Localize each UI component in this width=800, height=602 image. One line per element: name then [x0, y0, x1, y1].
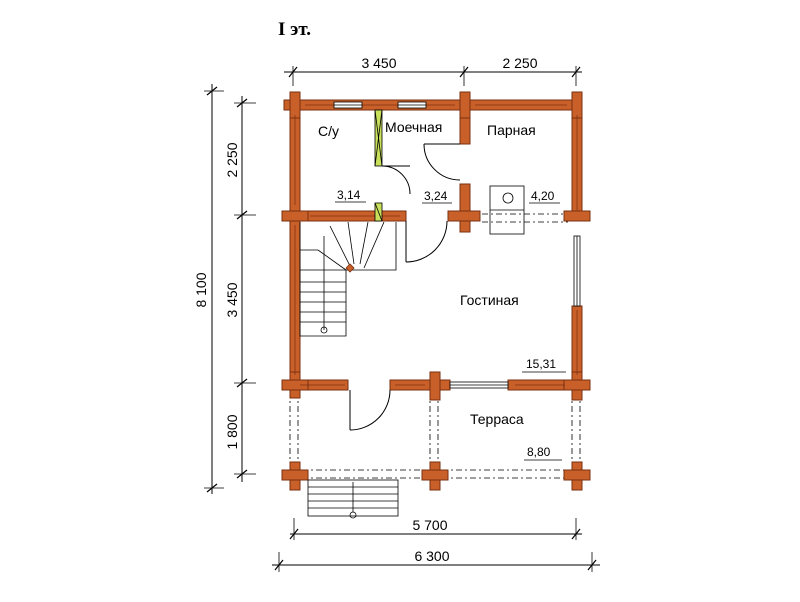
area-su: 3,14 — [337, 188, 361, 202]
area-terrasa: 8,80 — [527, 445, 551, 459]
log-walls — [281, 91, 591, 491]
dim-bottom-outer: 6 300 — [414, 548, 449, 564]
room-label-su: С/у — [318, 123, 339, 139]
terrace-outline — [289, 213, 581, 479]
area-moechnaya: 3,24 — [424, 189, 448, 203]
dim-left-total: 8 100 — [193, 272, 209, 307]
windows — [333, 101, 581, 389]
room-label-gostinaya: Гостиная — [460, 292, 519, 308]
dimension-lines — [204, 66, 600, 572]
dim-left-bottom: 1 800 — [224, 414, 240, 449]
frame-partition — [374, 109, 383, 222]
door-swings — [349, 143, 461, 431]
sauna-stove — [489, 185, 525, 235]
room-label-parnaya: Парная — [487, 122, 536, 138]
floor-title: I эт. — [278, 19, 311, 40]
dim-bottom-inner: 5 700 — [412, 517, 447, 533]
room-label-terrasa: Терраса — [470, 411, 524, 427]
area-gostinaya: 15,31 — [526, 357, 556, 371]
stair — [299, 221, 397, 337]
entrance-steps — [307, 479, 399, 519]
dim-top-right: 2 250 — [502, 55, 537, 71]
log-grain — [294, 104, 578, 386]
dim-top-left: 3 450 — [361, 55, 396, 71]
dim-left-mid: 3 450 — [224, 282, 240, 317]
dim-left-top: 2 250 — [224, 142, 240, 177]
room-label-moechnaya: Моечная — [385, 119, 442, 135]
area-parnaya: 4,20 — [531, 189, 555, 203]
